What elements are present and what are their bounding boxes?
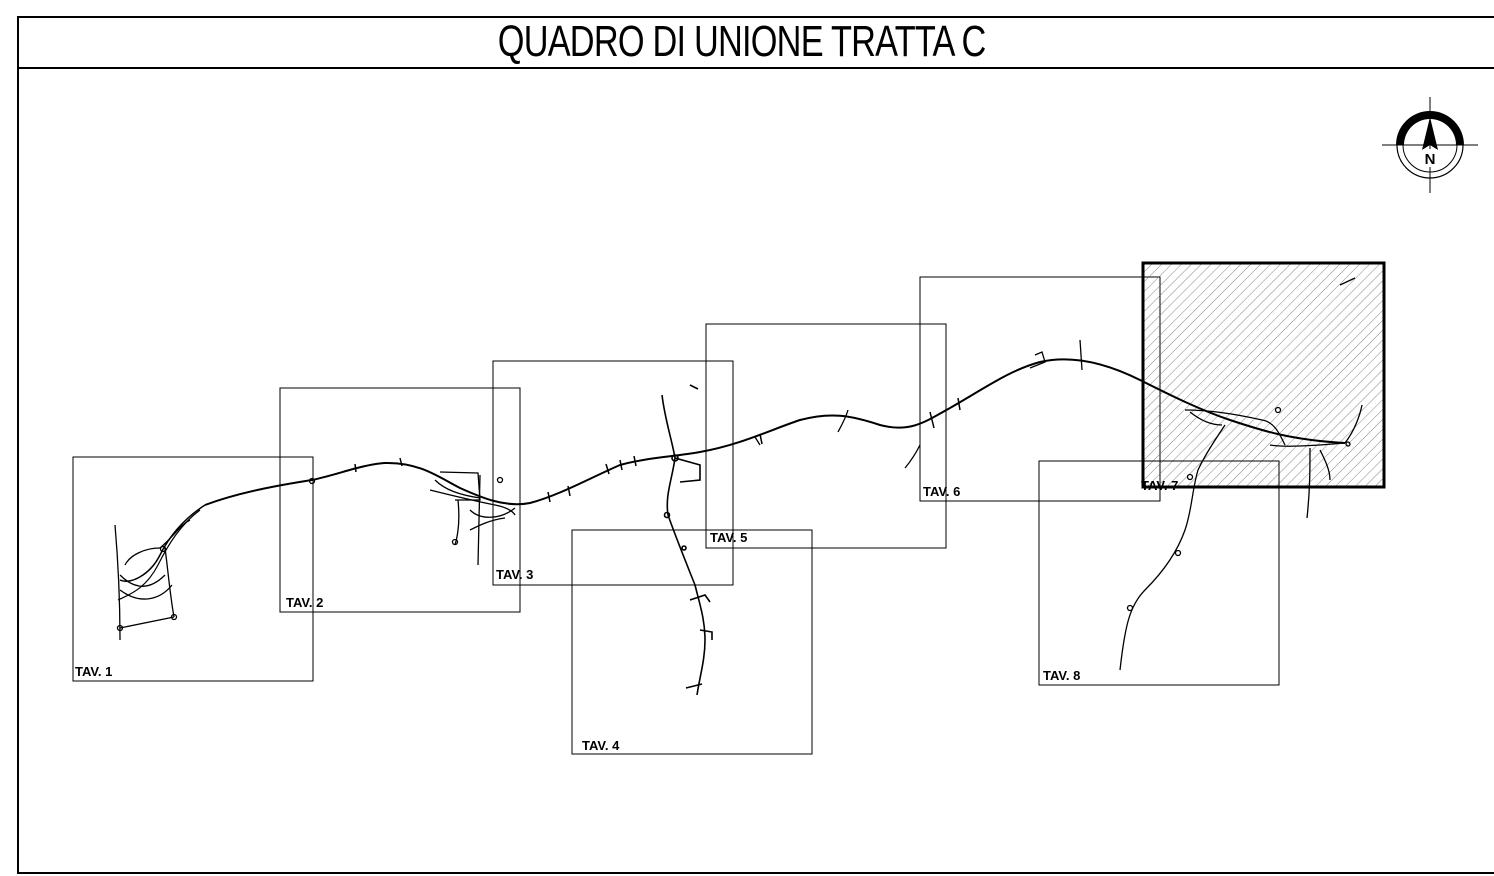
sheet-label-4: TAV. 4 — [582, 738, 620, 753]
page-title: QUADRO DI UNIONE TRATTA C — [498, 16, 986, 66]
sheet-frame-1[interactable] — [72, 456, 314, 682]
sheet-label-3: TAV. 3 — [496, 567, 533, 582]
branch-south — [661, 384, 713, 696]
sheet-label-6: TAV. 6 — [923, 484, 960, 499]
spur-6 — [754, 339, 1083, 469]
sheet-frame-8[interactable] — [1038, 460, 1280, 686]
interchange-1 — [114, 519, 191, 641]
drawing-frame — [17, 16, 1494, 874]
sheet-label-5: TAV. 5 — [710, 530, 747, 545]
interchange-2 — [308, 471, 516, 566]
sheet-frame-7-highlighted[interactable] — [1141, 261, 1386, 489]
sheet-frame-2[interactable] — [279, 387, 521, 613]
north-arrow-icon: N — [1382, 97, 1478, 193]
sheet-frame-3[interactable] — [492, 360, 734, 586]
station-ticks — [354, 397, 961, 503]
sheet-frame-5[interactable] — [705, 323, 947, 549]
north-label: N — [1425, 151, 1436, 168]
sheet-label-1: TAV. 1 — [75, 664, 112, 679]
interchange-7 — [1119, 277, 1363, 671]
sheet-label-7: TAV. 7 — [1141, 478, 1178, 493]
sheet-frame-6[interactable] — [919, 276, 1161, 502]
sheet-label-2: TAV. 2 — [286, 595, 323, 610]
sheet-label-8: TAV. 8 — [1043, 668, 1080, 683]
title-bar: QUADRO DI UNIONE TRATTA C — [17, 16, 1494, 69]
sheet-frame-4[interactable] — [571, 529, 813, 755]
